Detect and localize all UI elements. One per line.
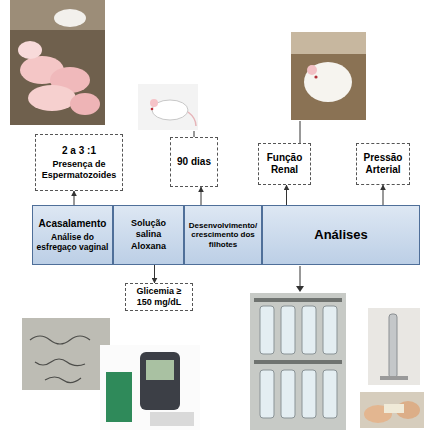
glass-chamber: [302, 306, 316, 354]
photo-tube: [368, 308, 420, 385]
rat-tail: [188, 112, 196, 126]
rack-bar: [254, 360, 342, 364]
node-label: Desenvolvimento/ crescimento dos filhote…: [188, 221, 258, 250]
rat: [304, 62, 352, 102]
note-box: 2 a 3 :1 Presença de Espermatozoides: [35, 134, 123, 191]
glass-chamber: [323, 306, 337, 354]
node-sublabel: Análise do esfregaço vaginal: [36, 232, 109, 252]
note-box: Pressão Arterial: [356, 143, 410, 185]
node-label: Análises: [266, 227, 416, 243]
connector: [201, 187, 202, 205]
glass-chamber: [281, 370, 295, 418]
rat-eye: [314, 75, 317, 78]
node-label: Função Renal: [262, 152, 307, 176]
node-label: Glicemia ≥ 150 mg/dL: [129, 286, 189, 308]
strip-box: [106, 372, 132, 422]
node-label: 90 dias: [174, 156, 214, 168]
timeline-segment: Desenvolvimento/ crescimento dos filhote…: [184, 205, 262, 265]
connector: [383, 185, 384, 205]
note-box: Glicemia ≥ 150 mg/dL: [125, 283, 193, 311]
connector: [154, 265, 155, 283]
node-sublabel: Presença de Espermatozoides: [39, 159, 119, 181]
glass-chamber: [302, 370, 316, 418]
timeline-segment: Análises: [262, 205, 420, 265]
restrainer-tube: [389, 314, 397, 378]
glass-chamber: [281, 306, 295, 354]
pup: [70, 93, 100, 115]
node-label: Solução salina: [117, 218, 180, 240]
photo-rat-bg: [138, 84, 198, 130]
connector: [286, 185, 287, 205]
glass-chamber: [323, 370, 337, 418]
node-label: 2 a 3 :1: [39, 145, 119, 157]
node-label: Pressão Arterial: [360, 152, 406, 176]
timeline-segment: AcasalamentoAnálise do esfregaço vaginal: [32, 205, 113, 265]
glucometer-screen: [146, 360, 174, 380]
node-label: Acasalamento: [36, 218, 109, 230]
photo-rat2-wall: [291, 32, 366, 54]
photo-hands: [360, 392, 424, 428]
glucometer: [140, 352, 180, 410]
sperm: [45, 377, 81, 383]
connector: [74, 191, 75, 205]
sperm: [30, 336, 90, 344]
photo-cage: [10, 0, 105, 125]
rat-ear: [150, 99, 158, 107]
sperm: [35, 359, 85, 366]
tube-base: [380, 376, 408, 380]
timeline-segment: Solução salinaAloxana: [113, 205, 184, 265]
glass-chamber: [260, 306, 274, 354]
photo-rat2-bg: [291, 32, 366, 120]
cuff: [384, 404, 404, 413]
lancet: [150, 412, 194, 426]
rat-eye: [151, 108, 154, 111]
note-box: Função Renal: [258, 143, 311, 185]
leader-arrowhead: [296, 286, 304, 292]
note-box: 90 dias: [170, 137, 218, 187]
glass-chamber: [260, 370, 274, 418]
rack-bar: [254, 298, 342, 302]
rat-ear: [307, 65, 317, 75]
photo-organ-bath: [250, 293, 346, 430]
adult-rat: [54, 9, 86, 27]
photo-glucometer: [100, 345, 200, 430]
pup: [28, 85, 76, 111]
node-sublabel: Aloxana: [117, 241, 180, 252]
leader-line: [300, 121, 301, 143]
pup: [18, 41, 42, 59]
photo-cage-top: [10, 0, 105, 30]
photo-micrograph: [22, 318, 110, 390]
